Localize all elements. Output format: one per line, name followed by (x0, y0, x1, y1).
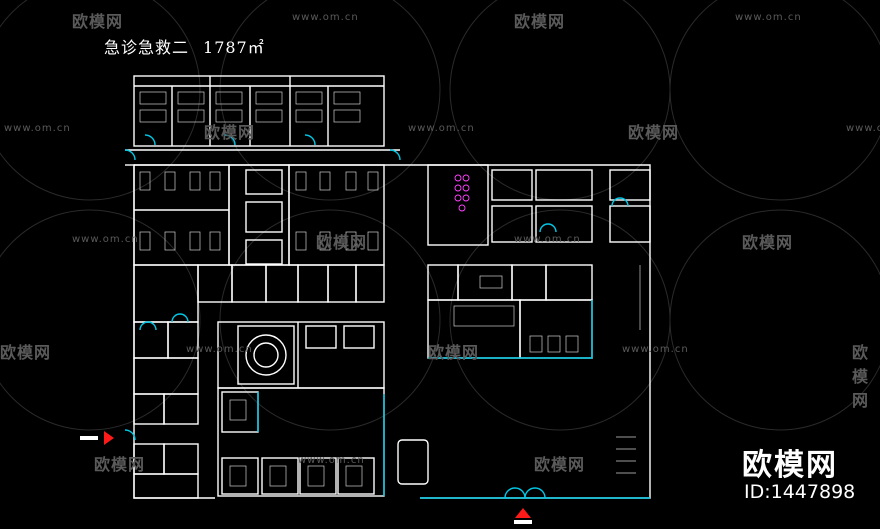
watermark-url: www.om.cn (292, 12, 359, 23)
watermark-brand: 欧模网 (428, 343, 480, 362)
watermark-url: www.om.cn (4, 123, 71, 134)
west-entrance-bar (80, 436, 98, 440)
watermark-url: www.om.cn (735, 12, 802, 23)
entrance-arrows (80, 431, 532, 524)
watermark-arcs (0, 0, 880, 431)
watermark-url: www.om.cn (846, 123, 880, 134)
furniture (139, 91, 641, 487)
watermark-brand: 欧模网 (0, 343, 52, 362)
magenta-equipment (454, 174, 470, 212)
west-entrance-arrow (104, 431, 114, 445)
south-entrance-bar (514, 520, 532, 524)
watermark-url: www.om.cn (622, 344, 689, 355)
south-entrance-arrow (515, 508, 531, 518)
watermark-brand: 欧模网 (204, 123, 256, 142)
watermark-brand: 欧模网 (514, 12, 566, 31)
watermark-brand: 欧模网 (534, 455, 586, 474)
watermark-url: www.om.cn (72, 234, 139, 245)
cyan-doors (124, 134, 650, 499)
plan-title-text: 急诊急救二 (104, 38, 190, 57)
plan-title: 急诊急救二 1787㎡ (104, 34, 265, 58)
plan-title-area: 1787㎡ (203, 38, 265, 57)
watermark-brand: 欧模网 (742, 233, 794, 252)
watermark-brand: 欧模网 (72, 12, 124, 31)
brand-id: ID:1447898 (744, 481, 856, 503)
watermark-brand: 欧模网 (316, 233, 368, 252)
watermark-brand: 欧模网 (94, 455, 146, 474)
watermark-url: www.om.cn (408, 123, 475, 134)
watermark-brand: 欧模网 (852, 343, 870, 410)
watermark-brand: 欧模网 (628, 123, 680, 142)
watermark-url: www.om.cn (514, 234, 581, 245)
watermark-url: www.om.cn (186, 344, 253, 355)
brand-logo-text: 欧模网 (742, 448, 838, 483)
watermark-url: www.om.cn (298, 455, 365, 466)
